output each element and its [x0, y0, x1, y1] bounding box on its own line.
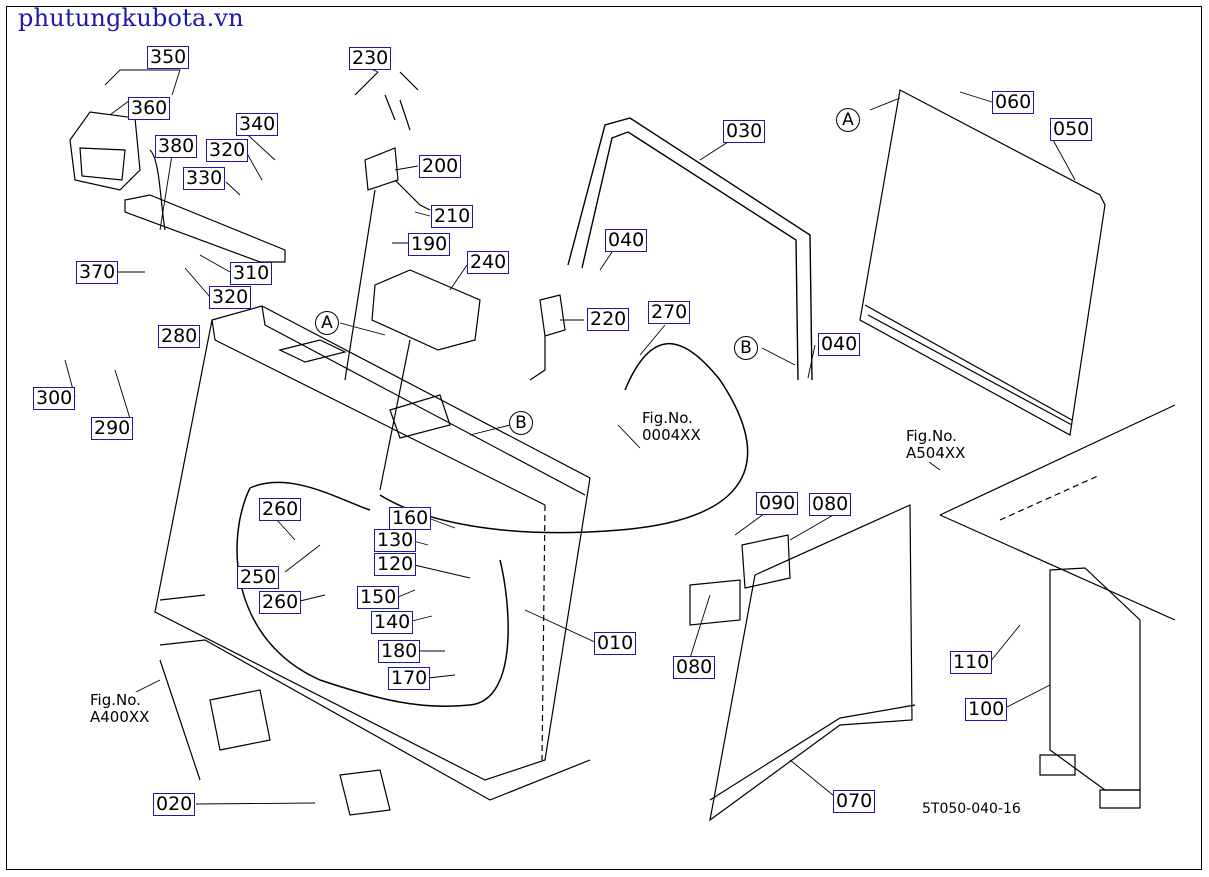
handle-bar-030-drawing: [567, 117, 813, 381]
key-switch-drawing: [344, 71, 431, 381]
part-320-lower: 320: [209, 286, 252, 309]
part-080-left: 080: [673, 656, 716, 679]
drawing-code: 5T050-040-16: [922, 801, 1021, 817]
part-370: 370: [76, 261, 119, 284]
part-130: 130: [374, 529, 417, 552]
part-150: 150: [357, 586, 400, 609]
part-240: 240: [467, 251, 510, 274]
part-290: 290: [91, 417, 134, 440]
drawing-frame: [6, 6, 1202, 870]
part-380: 380: [155, 135, 198, 158]
work-lamp-drawing: [69, 111, 286, 263]
part-280: 280: [158, 325, 201, 348]
part-120: 120: [374, 553, 417, 576]
part-020: 020: [153, 793, 196, 816]
part-170: 170: [388, 667, 431, 690]
fig-ref-a504xx: Fig.No. A504XX: [906, 427, 966, 462]
part-030: 030: [723, 120, 766, 143]
part-320-upper: 320: [206, 139, 249, 162]
part-110: 110: [950, 651, 993, 674]
part-190: 190: [408, 233, 451, 256]
callout-a-panel: A: [315, 311, 339, 335]
part-070: 070: [833, 790, 876, 813]
fig-ref-0004xx: Fig.No. 0004XX: [642, 409, 701, 444]
part-220: 220: [587, 308, 630, 331]
part-180: 180: [378, 640, 421, 663]
part-250: 250: [237, 566, 280, 589]
meter-drawing: [371, 269, 481, 491]
part-270: 270: [648, 301, 691, 324]
callout-a-cover: A: [836, 108, 860, 132]
part-210: 210: [431, 205, 474, 228]
part-340: 340: [236, 113, 279, 136]
part-300: 300: [33, 387, 76, 410]
part-200: 200: [419, 155, 462, 178]
watermark: phutungkubota.vn: [18, 4, 244, 32]
panel-010-drawing: [154, 305, 591, 781]
frame-a504-drawing: [939, 404, 1176, 621]
part-260-upper: 260: [259, 498, 302, 521]
panel-100-drawing: [1039, 567, 1141, 809]
part-310: 310: [230, 262, 273, 285]
part-090: 090: [756, 492, 799, 515]
cover-050-drawing: [859, 89, 1106, 436]
part-230: 230: [349, 47, 392, 70]
part-060: 060: [992, 91, 1035, 114]
part-040-lower: 040: [818, 333, 861, 356]
part-360: 360: [128, 97, 171, 120]
part-050: 050: [1050, 118, 1093, 141]
frame-a400-drawing: [159, 639, 591, 816]
fig-ref-a400xx: Fig.No. A400XX: [90, 691, 150, 726]
part-160: 160: [389, 507, 432, 530]
part-260-lower: 260: [259, 591, 302, 614]
part-040-upper: 040: [605, 229, 648, 252]
part-330: 330: [183, 167, 226, 190]
part-140: 140: [371, 611, 414, 634]
callout-b-bar: B: [734, 336, 758, 360]
part-080-right: 080: [809, 493, 852, 516]
part-350: 350: [147, 46, 190, 69]
cable-drawing: [379, 294, 749, 534]
side-panel-070-drawing: [689, 504, 916, 822]
part-100: 100: [965, 698, 1008, 721]
part-010: 010: [594, 632, 637, 655]
callout-b-panel: B: [509, 411, 533, 435]
